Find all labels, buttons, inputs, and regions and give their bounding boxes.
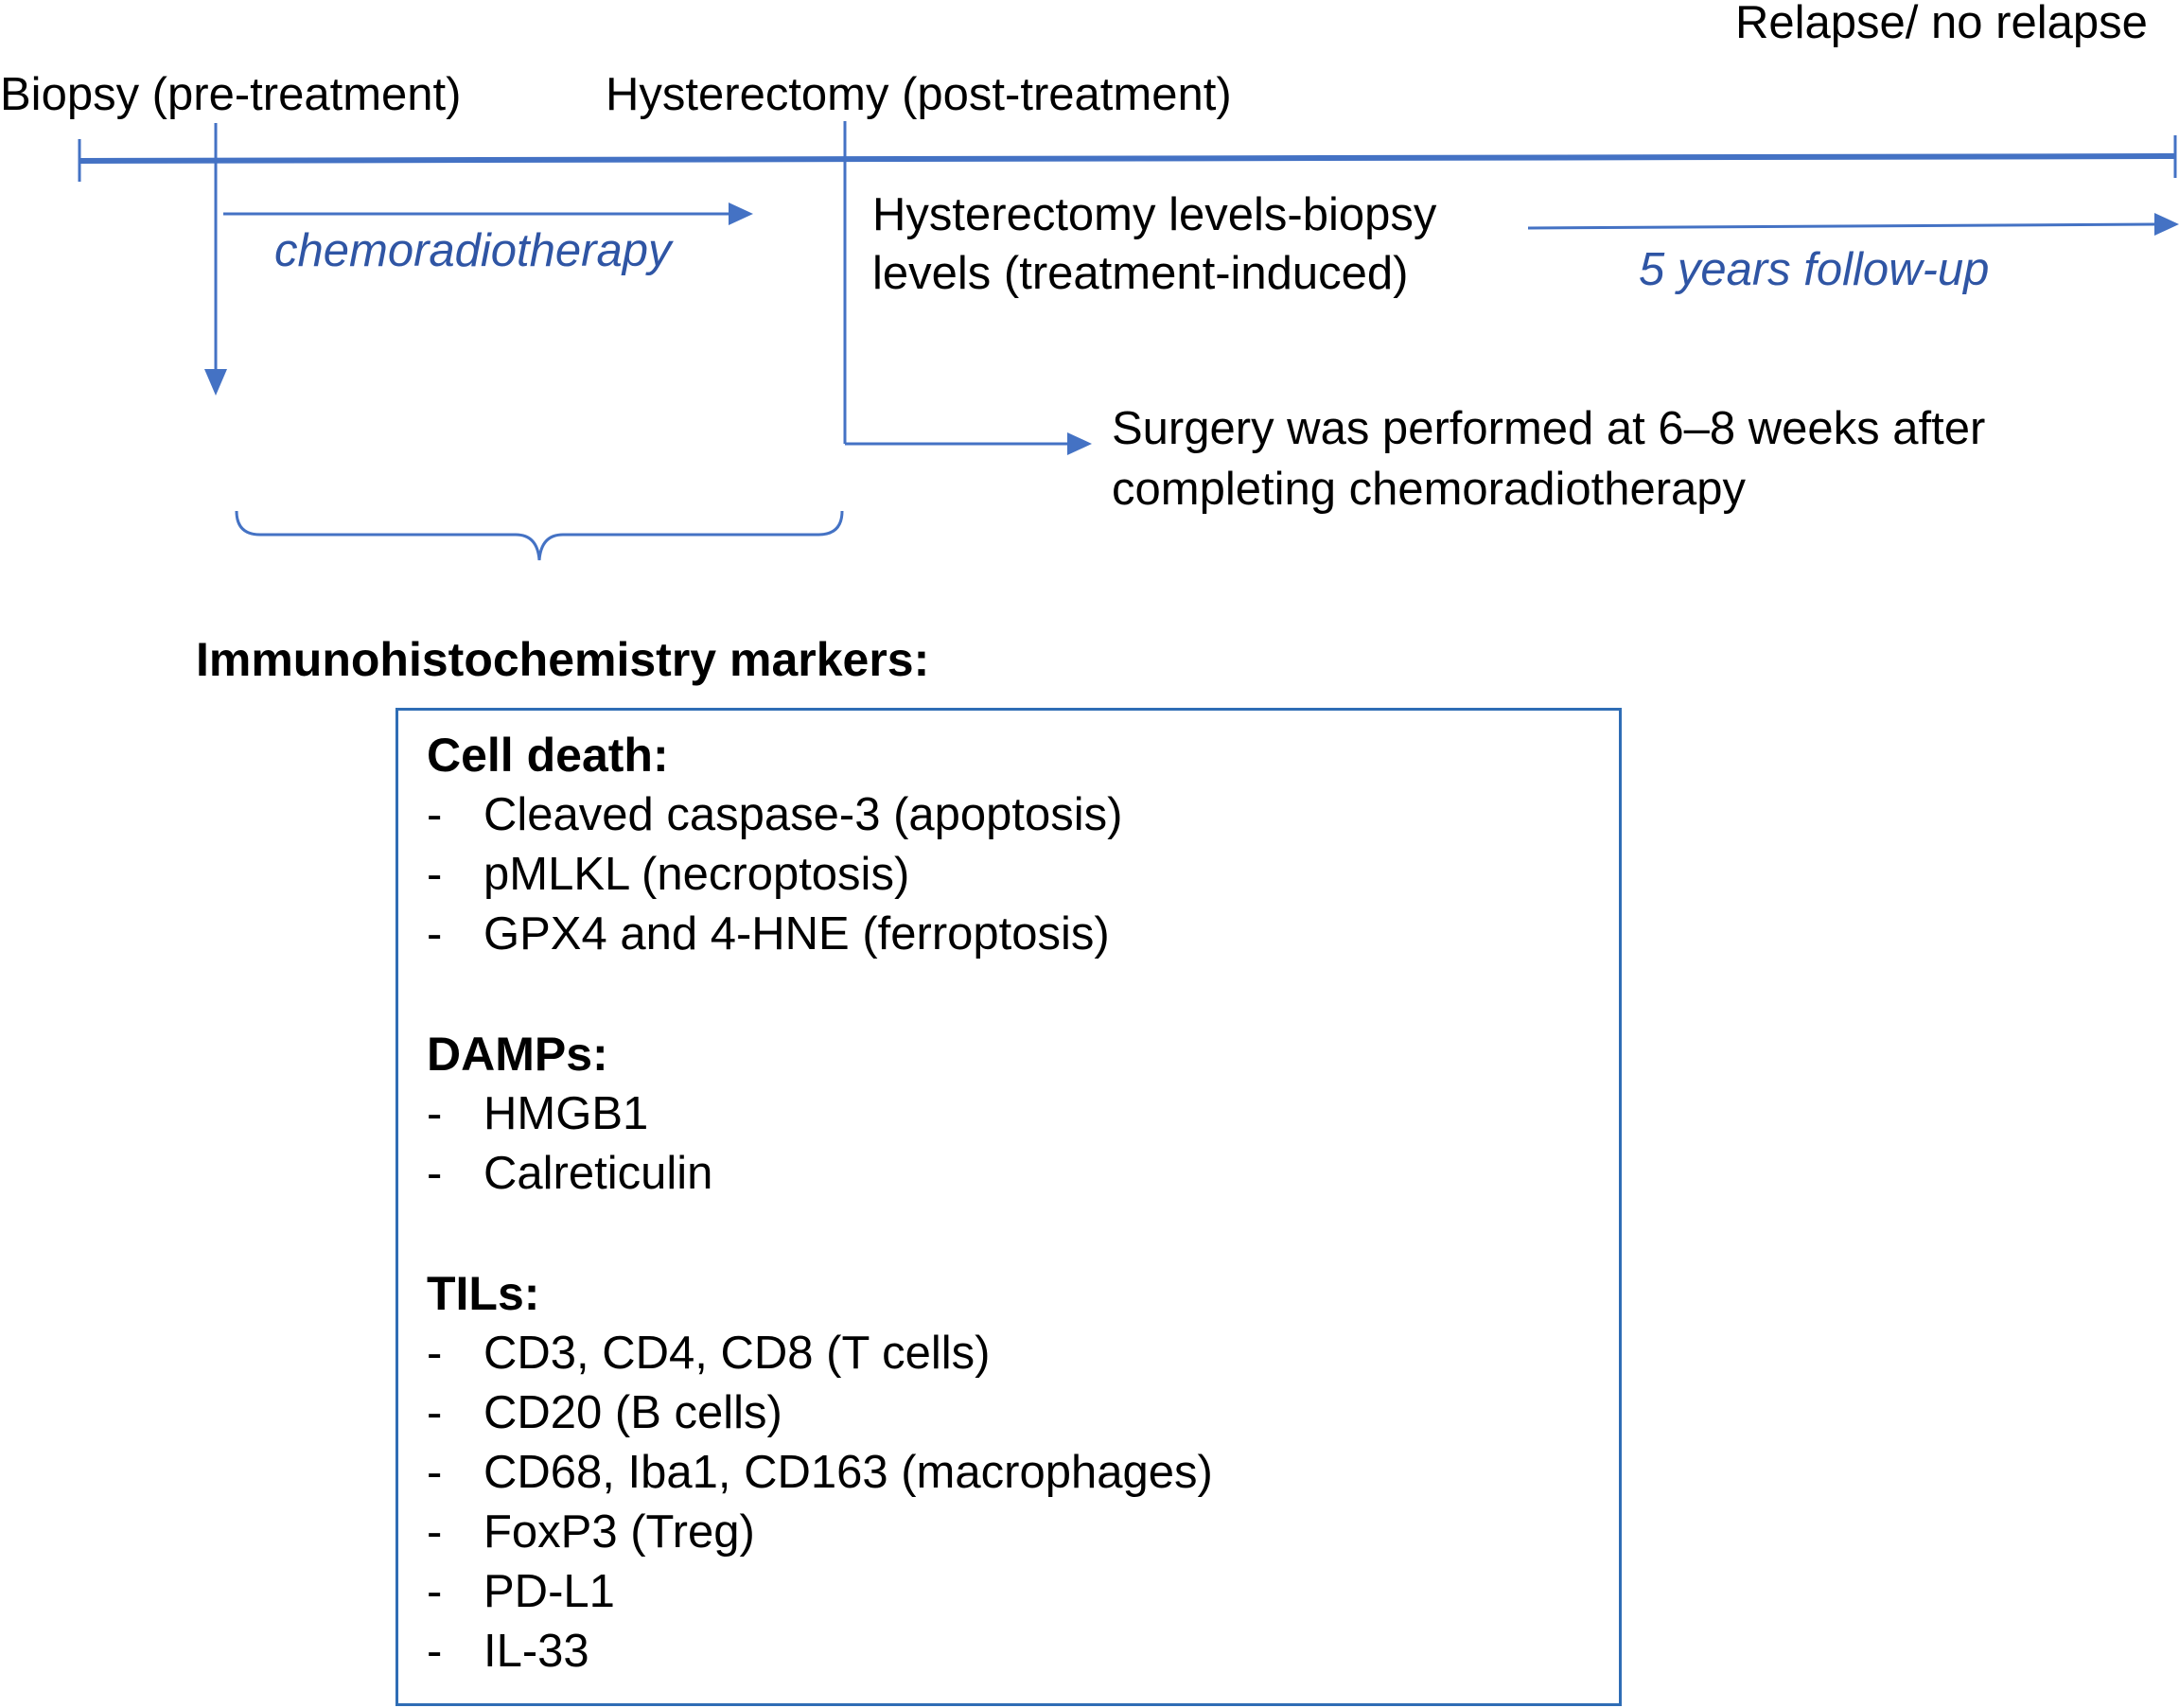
surgery-note-line2: completing chemoradiotherapy (1112, 464, 1747, 515)
biopsy-label: Biopsy (pre-treatment) (0, 69, 462, 120)
bullet-dash: - (427, 1387, 443, 1438)
list-item: -Calreticulin (427, 1144, 1619, 1204)
list-item: -PD-L1 (427, 1562, 1619, 1622)
interval-brace (235, 510, 844, 561)
relapse-label: Relapse/ no relapse (1735, 0, 2148, 48)
marker-label: CD68, Iba1, CD163 (macrophages) (483, 1447, 1213, 1498)
marker-group-tils: TILs: -CD3, CD4, CD8 (T cells) -CD20 (B … (427, 1264, 1619, 1682)
bullet-dash: - (427, 1447, 443, 1498)
followup-label: 5 years follow-up (1639, 244, 1990, 295)
marker-label: GPX4 and 4-HNE (ferroptosis) (483, 908, 1110, 960)
group-title: Cell death: (427, 729, 669, 782)
bullet-dash: - (427, 1626, 443, 1677)
marker-label: HMGB1 (483, 1088, 649, 1139)
marker-label: PD-L1 (483, 1566, 615, 1617)
list-item: -IL-33 (427, 1622, 1619, 1682)
timeline-axis (79, 153, 2177, 164)
surgery-arrow-head (1067, 432, 1092, 455)
hysterectomy-label: Hysterectomy (post-treatment) (606, 69, 1232, 120)
followup-arrow-line (1527, 222, 2156, 230)
marker-label: Cleaved caspase-3 (apoptosis) (483, 789, 1123, 840)
list-item: -pMLKL (necroptosis) (427, 845, 1619, 905)
list-item: -GPX4 and 4-HNE (ferroptosis) (427, 905, 1619, 964)
treatment-induced-label-line2: levels (treatment-induced) (872, 248, 1409, 299)
marker-group-cell-death: Cell death: -Cleaved caspase-3 (apoptosi… (427, 726, 1619, 964)
bullet-dash: - (427, 1088, 443, 1139)
list-item: -Cleaved caspase-3 (apoptosis) (427, 785, 1619, 845)
bullet-dash: - (427, 908, 443, 960)
bullet-dash: - (427, 849, 443, 900)
markers-box: Cell death: -Cleaved caspase-3 (apoptosi… (395, 708, 1622, 1706)
bullet-dash: - (427, 1566, 443, 1617)
biopsy-arrow-head (204, 369, 227, 396)
bullet-dash: - (427, 789, 443, 840)
treatment-induced-label-line1: Hysterectomy levels-biopsy (872, 189, 1437, 240)
marker-label: pMLKL (necroptosis) (483, 849, 910, 900)
list-item: -FoxP3 (Treg) (427, 1503, 1619, 1562)
chemo-arrow-head (729, 202, 753, 225)
marker-label: IL-33 (483, 1626, 589, 1677)
followup-arrow-head (2154, 213, 2179, 236)
marker-group-damps: DAMPs: -HMGB1 -Calreticulin (427, 1025, 1619, 1204)
marker-label: CD3, CD4, CD8 (T cells) (483, 1328, 991, 1379)
list-item: -CD68, Iba1, CD163 (macrophages) (427, 1443, 1619, 1503)
markers-heading: Immunohistochemistry markers: (196, 633, 930, 686)
bullet-dash: - (427, 1328, 443, 1379)
marker-label: CD20 (B cells) (483, 1387, 782, 1438)
group-title: TILs: (427, 1267, 540, 1320)
chemoradiotherapy-label: chemoradiotherapy (274, 225, 672, 276)
bullet-dash: - (427, 1148, 443, 1199)
bullet-dash: - (427, 1506, 443, 1558)
list-item: -HMGB1 (427, 1084, 1619, 1144)
list-item: -CD20 (B cells) (427, 1383, 1619, 1443)
list-item: -CD3, CD4, CD8 (T cells) (427, 1324, 1619, 1383)
marker-label: FoxP3 (Treg) (483, 1506, 755, 1558)
marker-label: Calreticulin (483, 1148, 713, 1199)
surgery-note-line1: Surgery was performed at 6–8 weeks after (1112, 403, 1986, 454)
group-title: DAMPs: (427, 1028, 608, 1081)
